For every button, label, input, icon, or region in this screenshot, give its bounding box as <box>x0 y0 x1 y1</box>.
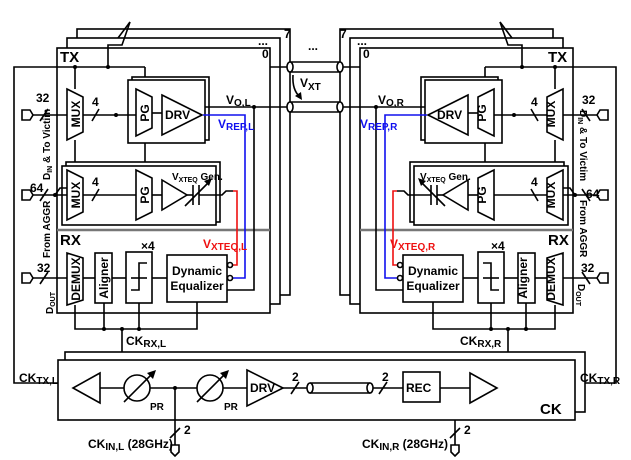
diagram-label: VXTEQ Gen. <box>172 172 223 184</box>
diagram-label: From AGGR <box>42 200 53 258</box>
diagram-label: 2 <box>464 423 471 437</box>
diagram-label: ×4 <box>141 239 155 253</box>
diagram-label: 2 <box>382 370 389 384</box>
tx-label-left: TX <box>60 49 79 66</box>
diagram-label: 32 <box>37 261 51 275</box>
channel <box>270 61 360 113</box>
diagram-label: DRV <box>437 108 462 122</box>
diagram-label: REC <box>406 381 432 395</box>
lane-index-top: 7 <box>284 27 291 41</box>
diagram-label: ×4 <box>491 239 505 253</box>
rec-block <box>402 371 441 403</box>
diagram-label: DOUT <box>574 284 586 307</box>
diagram-label: PG <box>138 186 152 203</box>
diagram-label: 32 <box>582 93 596 107</box>
diagram-label: 2 <box>292 370 299 384</box>
diagram-label: 4 <box>92 175 99 189</box>
diagram-label: DEMUX <box>69 257 83 300</box>
diagram-label: DIN & To Victim <box>576 110 588 181</box>
diagram-label: VO,L <box>226 93 251 109</box>
labels: 7 ... 0 7 ... 0 ... TX TX RX RX CK VXT 3… <box>19 27 621 453</box>
diagram-label: ... <box>258 34 268 48</box>
diagram-label: MUX <box>69 182 83 209</box>
diagram-label: CKTX,L <box>19 371 58 387</box>
diagram-label: DOUT <box>45 291 57 314</box>
diagram-label: PG <box>138 104 152 121</box>
diagram-label: 2 <box>184 423 191 437</box>
diagram-label: CKRX,L <box>126 334 166 350</box>
diagram-label: 64 <box>586 187 600 201</box>
diagram-label: Dynamic <box>408 264 458 278</box>
diagram-label: DIN & To Victim <box>42 109 54 180</box>
diagram-label: VREP,L <box>218 117 254 133</box>
ckin-left-port-icon <box>170 444 180 458</box>
diagram-label: 7 <box>340 27 347 41</box>
diagram-label: MUX <box>544 101 558 128</box>
diagram-label: Aligner <box>516 257 530 299</box>
diagram-label: Equalizer <box>170 279 224 293</box>
diagram-label: CKIN,L (28GHz) <box>88 437 173 453</box>
diagram-label: MUX <box>544 182 558 209</box>
diagram-label: PG <box>475 104 489 121</box>
diagram-label: DRV <box>165 108 190 122</box>
diagram-label: VREP,R <box>360 117 398 133</box>
diagram-label: VXTEQ,R <box>390 237 436 253</box>
diagram-label: 4 <box>531 175 538 189</box>
cktx-buffer-right <box>469 371 499 405</box>
diagram-label: CKIN,R (28GHz) <box>362 437 448 453</box>
diagram-label: 4 <box>92 95 99 109</box>
diagram-label: 32 <box>36 91 50 105</box>
clock-block <box>57 351 586 458</box>
diagram-label: MUX <box>69 101 83 128</box>
diagram-label: PR <box>224 402 239 413</box>
more-lanes: ... <box>308 39 318 53</box>
diagram-label: ... <box>357 34 367 48</box>
diagram-label: CKTX,R <box>580 371 621 387</box>
diagram-label: PR <box>150 402 165 413</box>
vxt-label: VXT <box>300 76 321 93</box>
diagram-label: Dynamic <box>172 264 222 278</box>
rx-label-left: RX <box>60 232 81 249</box>
lane-index-front: 0 <box>262 47 269 61</box>
rx-label-right: RX <box>548 232 569 249</box>
diagram-label: VXTEQ,L <box>203 237 247 253</box>
ck-drv <box>246 368 285 408</box>
diagram-label: Equalizer <box>406 279 460 293</box>
left-lane-stack <box>12 20 292 385</box>
diagram-label: Aligner <box>97 257 111 299</box>
ckin-right-port-icon <box>450 444 460 458</box>
diagram-label: 4 <box>531 95 538 109</box>
diagram-label: PG <box>475 186 489 203</box>
tx-label-right: TX <box>548 49 567 66</box>
diagram-label: From AGGR <box>577 200 588 258</box>
diagram-label: 0 <box>363 47 370 61</box>
diagram-label: 32 <box>581 261 595 275</box>
diagram-label: CKRX,R <box>460 334 502 350</box>
diagram-label: 64 <box>30 181 44 195</box>
ck-label: CK <box>540 401 562 418</box>
diagram-label: VXTEQ Gen. <box>420 172 471 184</box>
diagram-label: DEMUX <box>544 257 558 300</box>
diagram-label: DRV <box>250 381 275 395</box>
diagram-label: VO,R <box>378 93 405 109</box>
